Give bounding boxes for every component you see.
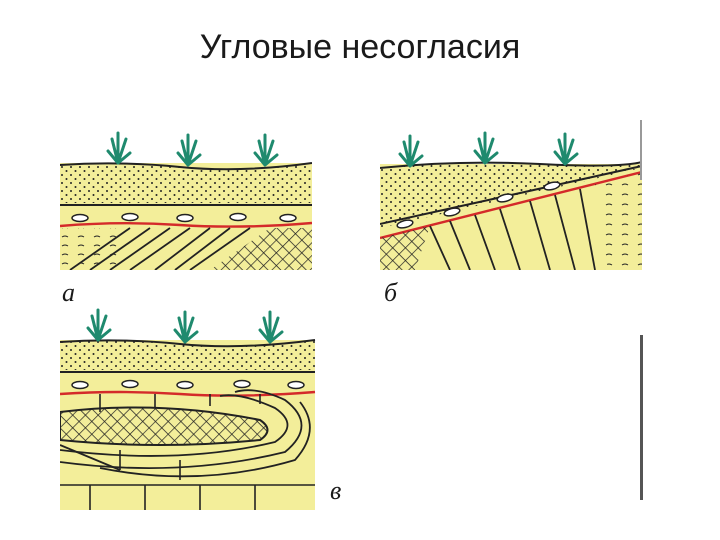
diagram-a [60,125,312,270]
panel-label-b: б [384,278,397,308]
panel-label-c: в [330,476,341,506]
dashed-layer [60,228,120,270]
diagram-b [380,120,642,270]
plant-icons [88,310,282,342]
plant-icons [108,133,277,165]
diagram-c [60,300,320,510]
sand-layer [60,163,312,203]
slide-title: Угловые несогласия [0,28,720,67]
plant-icons [400,133,577,166]
edge-artifact [640,120,644,500]
